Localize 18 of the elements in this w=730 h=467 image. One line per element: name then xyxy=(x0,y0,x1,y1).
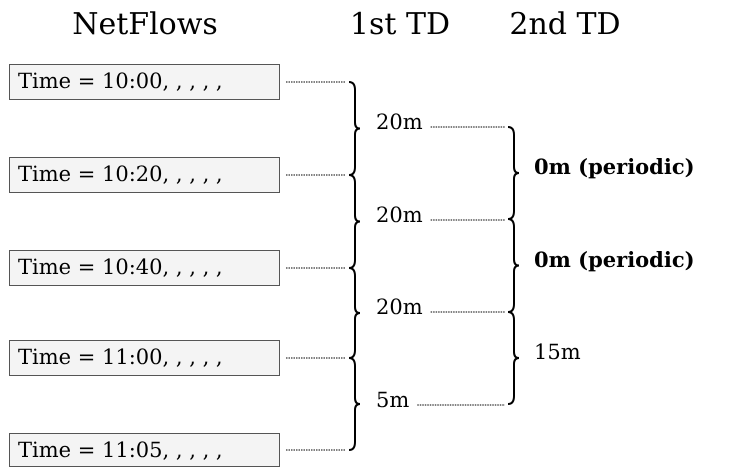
duration-label: 0m (periodic) xyxy=(534,249,695,270)
leader-line xyxy=(416,404,506,406)
duration-label: 15m xyxy=(534,342,581,363)
leader-line xyxy=(430,126,506,128)
record-box: Time = 10:20, , , , , xyxy=(9,157,280,193)
duration-label: 5m xyxy=(376,390,410,411)
duration-label: 20m xyxy=(376,205,423,226)
record-box: Time = 11:05, , , , , xyxy=(9,433,280,467)
record-box: Time = 10:00, , , , , xyxy=(9,64,280,100)
duration-label: 20m xyxy=(376,297,423,318)
column-heading: 2nd TD xyxy=(509,10,621,40)
duration-label: 20m xyxy=(376,112,423,133)
column-heading: 1st TD xyxy=(350,10,450,40)
record-box: Time = 10:40, , , , , xyxy=(9,250,280,286)
duration-label: 0m (periodic) xyxy=(534,156,695,177)
column-heading: NetFlows xyxy=(72,10,218,40)
record-box: Time = 11:00, , , , , xyxy=(9,340,280,376)
leader-line xyxy=(286,174,346,176)
